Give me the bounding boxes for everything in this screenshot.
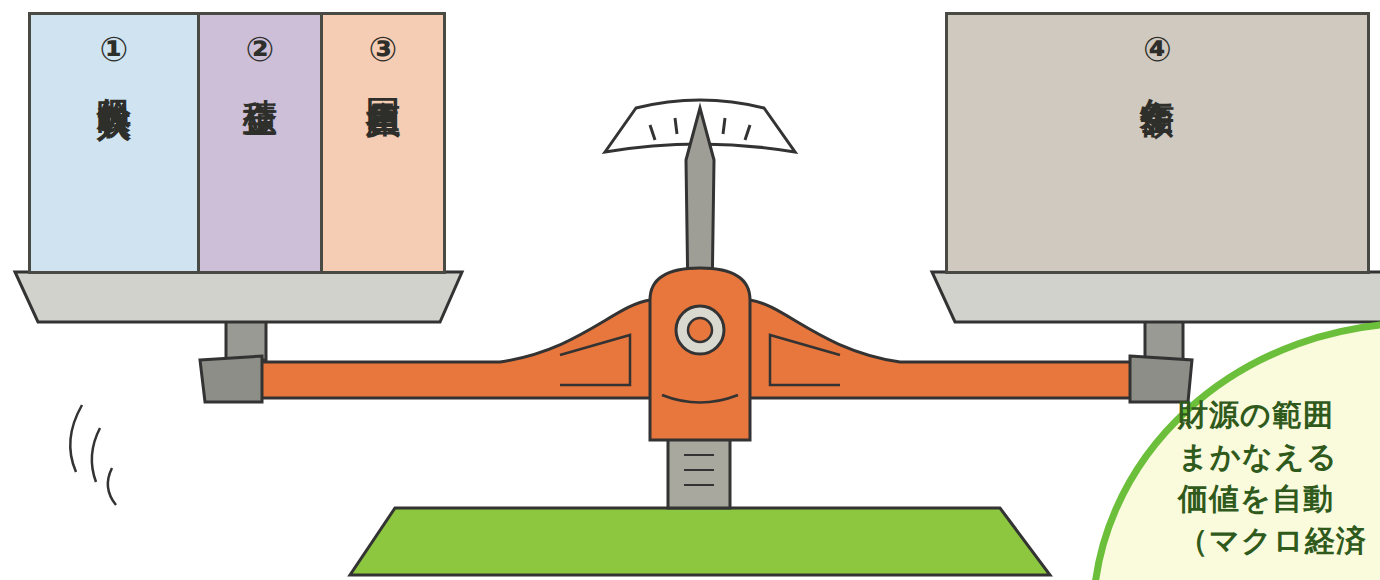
box-label: 年金額 xyxy=(1138,71,1178,77)
callout-number: ① xyxy=(94,29,134,71)
column xyxy=(668,436,730,508)
label-column: ②積立金 xyxy=(243,29,277,77)
left-pan xyxy=(15,272,462,360)
text-column: ①保険料収入 xyxy=(31,29,197,81)
label-column: ①保険料収入 xyxy=(97,29,131,81)
pivot-hub xyxy=(650,268,750,440)
note-bubble: 財源の範囲 まかなえる 価値を自動 （マクロ経済 xyxy=(1088,318,1380,580)
callout-number: ② xyxy=(240,29,280,71)
right-end-cap xyxy=(1130,356,1192,402)
treasury-box: ③国庫負担 xyxy=(320,12,446,274)
premium-box: ①保険料収入 xyxy=(28,12,200,274)
note-text: 財源の範囲 まかなえる 価値を自動 （マクロ経済 xyxy=(1178,394,1374,562)
box-label: 国庫負担 xyxy=(363,71,403,79)
motion-lines xyxy=(70,405,116,505)
label-column: ③国庫負担 xyxy=(366,29,400,79)
left-end-cap xyxy=(200,356,262,402)
callout-number: ④ xyxy=(1138,29,1178,71)
box-label: 保険料収入 xyxy=(94,71,134,81)
base-plate xyxy=(350,508,1050,575)
text-column: ③国庫負担 xyxy=(323,29,443,79)
text-column: ④年金額 xyxy=(948,29,1367,77)
text-column: ②積立金 xyxy=(200,29,320,77)
label-column: ④年金額 xyxy=(1141,29,1175,77)
callout-number: ③ xyxy=(363,29,403,71)
reserve-box: ②積立金 xyxy=(197,12,323,274)
box-label: 積立金 xyxy=(240,71,280,77)
pension-box: ④年金額 xyxy=(945,12,1370,274)
